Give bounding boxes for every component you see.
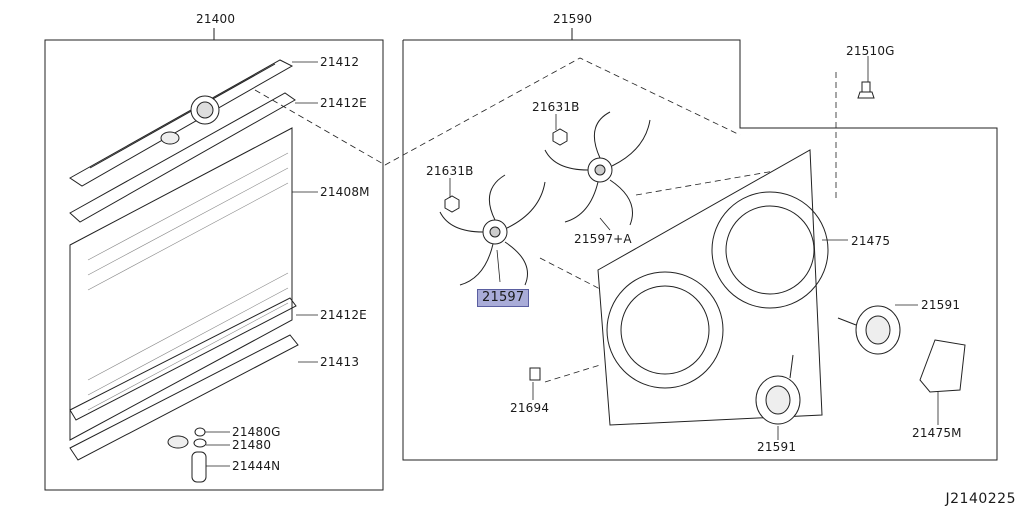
radiator-leaders xyxy=(205,61,318,467)
gasket-upper xyxy=(69,92,296,223)
label-shroud[interactable]: 21475 xyxy=(851,234,891,248)
shroud-part xyxy=(597,149,829,426)
bolt-part xyxy=(857,81,875,99)
label-upper-tank[interactable]: 21412 xyxy=(320,55,360,69)
label-fan-right[interactable]: 21597+A xyxy=(574,232,632,246)
label-bolt[interactable]: 21510G xyxy=(846,44,895,58)
fan-right-part xyxy=(544,111,651,226)
label-radiator-assembly[interactable]: 21400 xyxy=(196,12,236,26)
label-core[interactable]: 21408M xyxy=(320,185,370,199)
drain-seal xyxy=(193,438,207,448)
radiator-frame xyxy=(44,28,384,491)
label-gasket-upper[interactable]: 21412E xyxy=(320,96,367,110)
drain-plug xyxy=(194,427,206,437)
core xyxy=(69,127,293,441)
label-motor-cover[interactable]: 21475M xyxy=(912,426,962,440)
hose-connector-part xyxy=(191,451,207,483)
label-drain-seal[interactable]: 21480 xyxy=(232,438,272,452)
motor-right-part xyxy=(837,305,901,355)
clip-part xyxy=(529,367,541,381)
shroud-leaders xyxy=(449,56,939,440)
shroud-frame xyxy=(402,28,998,461)
core-fins xyxy=(87,152,289,411)
diagram-reference-code: J2140225 xyxy=(945,491,1016,507)
label-nut-upper[interactable]: 21631B xyxy=(532,100,580,114)
label-clip[interactable]: 21694 xyxy=(510,401,550,415)
gasket-lower xyxy=(69,297,297,421)
radiator-drawing xyxy=(69,59,299,483)
upper-hose-neck xyxy=(160,131,180,145)
label-fan-shroud-assembly[interactable]: 21590 xyxy=(553,12,593,26)
label-nut-left[interactable]: 21631B xyxy=(426,164,474,178)
motor-cover-part xyxy=(919,339,966,393)
motor-lower-part xyxy=(755,354,801,425)
nuts xyxy=(444,128,568,213)
label-motor-lower[interactable]: 21591 xyxy=(757,440,797,454)
label-lower-tank[interactable]: 21413 xyxy=(320,355,360,369)
label-motor-right[interactable]: 21591 xyxy=(921,298,961,312)
label-drain-plug[interactable]: 21480G xyxy=(232,425,281,439)
label-fan-left-highlighted[interactable]: 21597 xyxy=(477,289,530,307)
label-gasket-lower[interactable]: 21412E xyxy=(320,308,367,322)
lower-tank xyxy=(69,334,299,461)
label-hose-connector[interactable]: 21444N xyxy=(232,459,281,473)
fan-left-part xyxy=(439,174,546,286)
